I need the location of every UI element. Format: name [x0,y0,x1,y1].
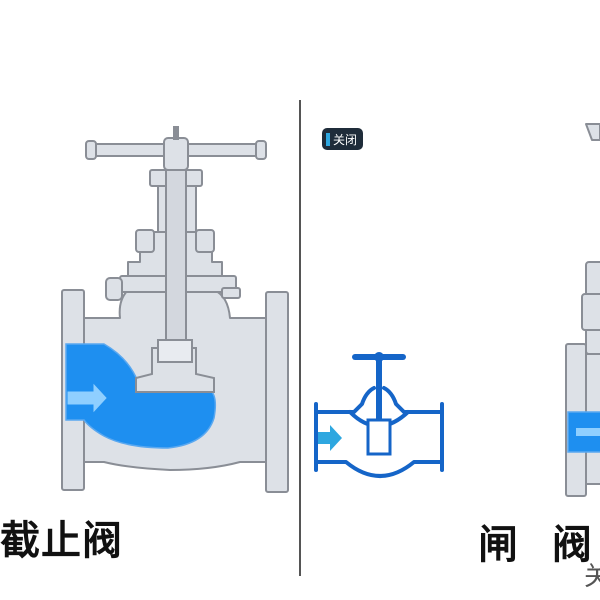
badge-marker-icon [326,132,330,146]
globe-valve-schematic [314,386,444,478]
gate-valve-label: 闸 阀 [478,522,600,568]
schematic-flow-arrow-icon [318,425,342,451]
gland-nut-left [135,229,155,253]
schematic-disc [366,418,392,456]
closed-status-badge: 关闭 [322,128,364,150]
gate-flow-arrow-icon [576,428,600,436]
right-flange [265,291,289,493]
globe-valve-label: 截止阀 [0,518,123,564]
gland-nut-right [195,229,215,253]
flow-arrow-icon [67,383,107,413]
valve-stem [165,169,187,351]
schematic-stem [376,358,382,420]
valve-disc [135,347,215,393]
handwheel-icon [85,126,267,171]
disc-nut [157,339,193,363]
side-fitting [105,277,123,301]
side-port [221,287,241,299]
gate-bonnet-cap [581,293,600,331]
gate-handwheel-fragment [585,123,600,141]
schematic-stem-assembly [352,352,406,456]
corner-watermark-text: 关 [584,562,600,592]
badge-text: 关闭 [333,132,358,147]
